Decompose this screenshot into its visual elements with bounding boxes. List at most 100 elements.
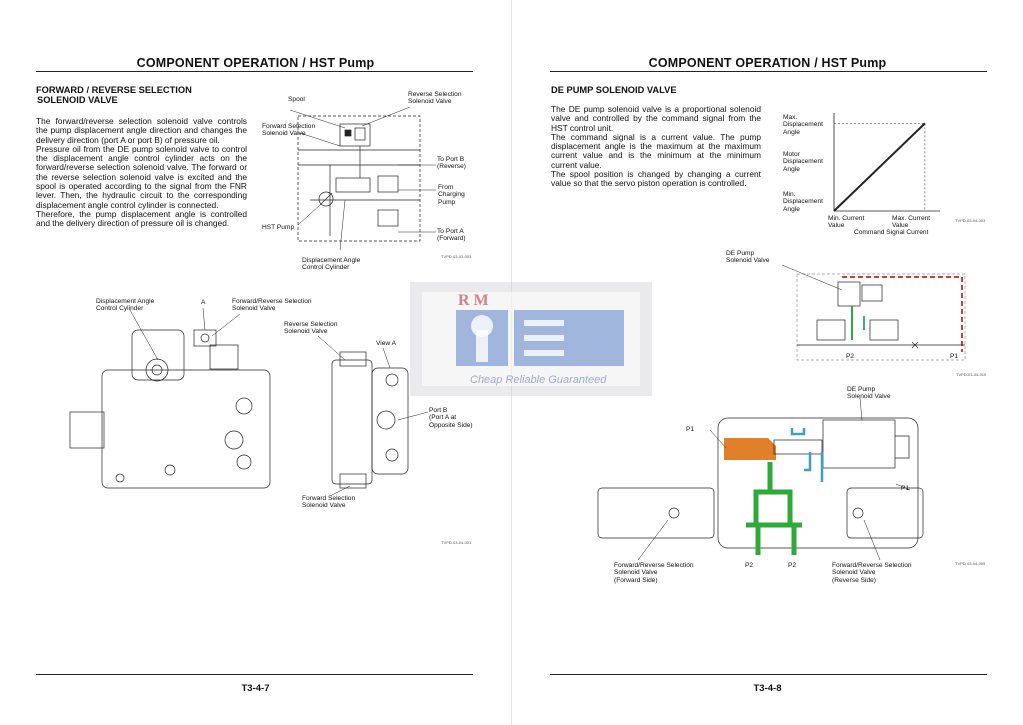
section-title: DE PUMP SOLENOID VALVE <box>551 85 677 95</box>
port-circle <box>224 430 244 450</box>
pump-shaft <box>69 411 105 449</box>
page-title: COMPONENT OPERATION / HST Pump <box>136 56 375 70</box>
bolt <box>115 473 125 483</box>
label-reverse-selection: Reverse Selection Solenoid Valve <box>284 321 338 336</box>
spool-block <box>339 123 371 147</box>
figure-code: TVPD-03-03-003 <box>441 254 472 259</box>
valve-housing <box>717 417 919 549</box>
logo-bar <box>524 335 564 341</box>
leader-line <box>709 429 727 449</box>
solenoid-core <box>852 507 864 519</box>
leader-line <box>859 397 863 421</box>
paragraph: Therefore, the pump displacement angle i… <box>36 208 247 229</box>
reverse-solenoid-body <box>846 487 924 539</box>
footer-rule <box>36 674 473 675</box>
label-p2: P2 <box>745 562 754 569</box>
solenoid-block <box>193 329 217 347</box>
p1-chamber <box>724 438 776 460</box>
section-title-line2: SOLENOID VALVE <box>37 95 118 105</box>
circuit-diagram-1 <box>289 106 436 251</box>
valve-block <box>335 177 371 193</box>
valve-block <box>869 319 899 341</box>
port-circle <box>145 358 169 382</box>
p2-passages <box>746 462 802 555</box>
paragraph: The command signal is a current value. T… <box>551 131 761 170</box>
wrench-logo-icon <box>456 310 624 366</box>
bolt <box>164 464 176 476</box>
port-b-circle <box>376 410 396 430</box>
leader-line <box>895 483 911 491</box>
label-p2: P2 <box>788 562 797 569</box>
port-circle <box>236 454 252 470</box>
port-circle <box>385 373 399 387</box>
label-p1: P1 <box>901 485 910 492</box>
leader-line <box>637 519 669 561</box>
leader-line <box>211 313 241 337</box>
pump-symbol <box>318 191 334 207</box>
spool <box>773 439 823 455</box>
leader-line <box>299 132 341 147</box>
label-spool: Spool <box>288 96 305 103</box>
port-circle <box>151 364 163 376</box>
label-from-charging: From Charging Pump <box>438 184 465 206</box>
pump-arrow <box>319 192 333 206</box>
header-rule <box>36 71 473 72</box>
header-rule <box>550 71 987 72</box>
displacement-chart <box>833 113 940 212</box>
label-forward-side: Forward/Reverse Selection Solenoid Valve… <box>614 562 694 584</box>
pump-body <box>101 369 271 489</box>
side-view-body <box>331 359 373 485</box>
page-number: T3-4-8 <box>753 683 782 694</box>
paragraph: The forward/reverse selection solenoid v… <box>36 116 247 145</box>
x-axis-label: Command Signal Current <box>854 229 929 236</box>
blocked-port <box>911 341 919 349</box>
solenoid-coil <box>861 284 883 302</box>
label-port-b: Port B (Port A at Opposite Side) <box>429 407 473 429</box>
paragraph: The spool position is changed by changin… <box>551 169 761 189</box>
de-pump-circuit <box>781 264 966 361</box>
wrench-handle <box>476 330 488 362</box>
de-pump-cutaway <box>597 397 924 561</box>
leader-line <box>863 519 881 561</box>
leader-line <box>397 411 429 421</box>
label-displacement-cylinder: Displacement Angle Control Cylinder <box>96 298 155 313</box>
connector <box>895 435 910 459</box>
valve-block <box>377 175 399 193</box>
label-to-port-b: To Port B (Reverse) <box>437 156 466 171</box>
label-to-port-a: To Port A (Forward) <box>437 228 466 243</box>
paragraph: The DE pump solenoid valve is a proporti… <box>551 104 761 133</box>
figure-code: TVPD-03-04-009 <box>955 561 986 566</box>
figure-code: TVPD-03-04-001 <box>441 540 472 545</box>
drain-passages <box>790 428 824 482</box>
leader-line <box>361 106 411 127</box>
logo-bar <box>524 320 564 326</box>
valve-body <box>209 344 239 370</box>
label-reverse-selection: Reverse Selection Solenoid Valve <box>408 91 462 106</box>
spool-symbol <box>344 129 352 137</box>
label-p2: P2 <box>846 353 855 360</box>
label-hst-pump: HST Pump <box>262 224 295 231</box>
page-number: T3-4-7 <box>241 683 270 694</box>
watermark: RM Cheap Reliable Guaranteed <box>410 282 652 396</box>
leader-line <box>297 204 321 226</box>
y-tick-label: Max. Displacement Angle <box>783 114 823 136</box>
body-text: The DE pump solenoid valve is a proporti… <box>551 104 761 189</box>
leader-line <box>289 109 346 129</box>
footer-rule <box>550 674 987 675</box>
x-tick-label: Max. Current Value <box>892 215 931 230</box>
series-line <box>833 122 926 212</box>
watermark-tagline: Cheap Reliable Guaranteed <box>470 374 607 386</box>
section-title: FORWARD / REVERSE SELECTION <box>36 85 192 95</box>
forward-solenoid-body <box>597 487 715 539</box>
label-displacement-cylinder: Displacement Angle Control Cylinder <box>302 257 361 272</box>
label-fr-selection: Forward/Reverse Selection Solenoid Valve <box>232 298 312 313</box>
leader-line <box>382 347 391 369</box>
leader-line <box>339 199 346 251</box>
logo-bar <box>524 350 564 356</box>
label-de-pump: DE Pump Solenoid Valve <box>726 250 770 265</box>
leader-line <box>202 307 206 331</box>
circuit-frame <box>796 273 966 361</box>
label-reverse-side: Forward/Reverse Selection Solenoid Valve… <box>832 562 912 584</box>
figure-code: TVPD-03-04-010 <box>956 372 987 377</box>
port-circle <box>235 397 253 415</box>
